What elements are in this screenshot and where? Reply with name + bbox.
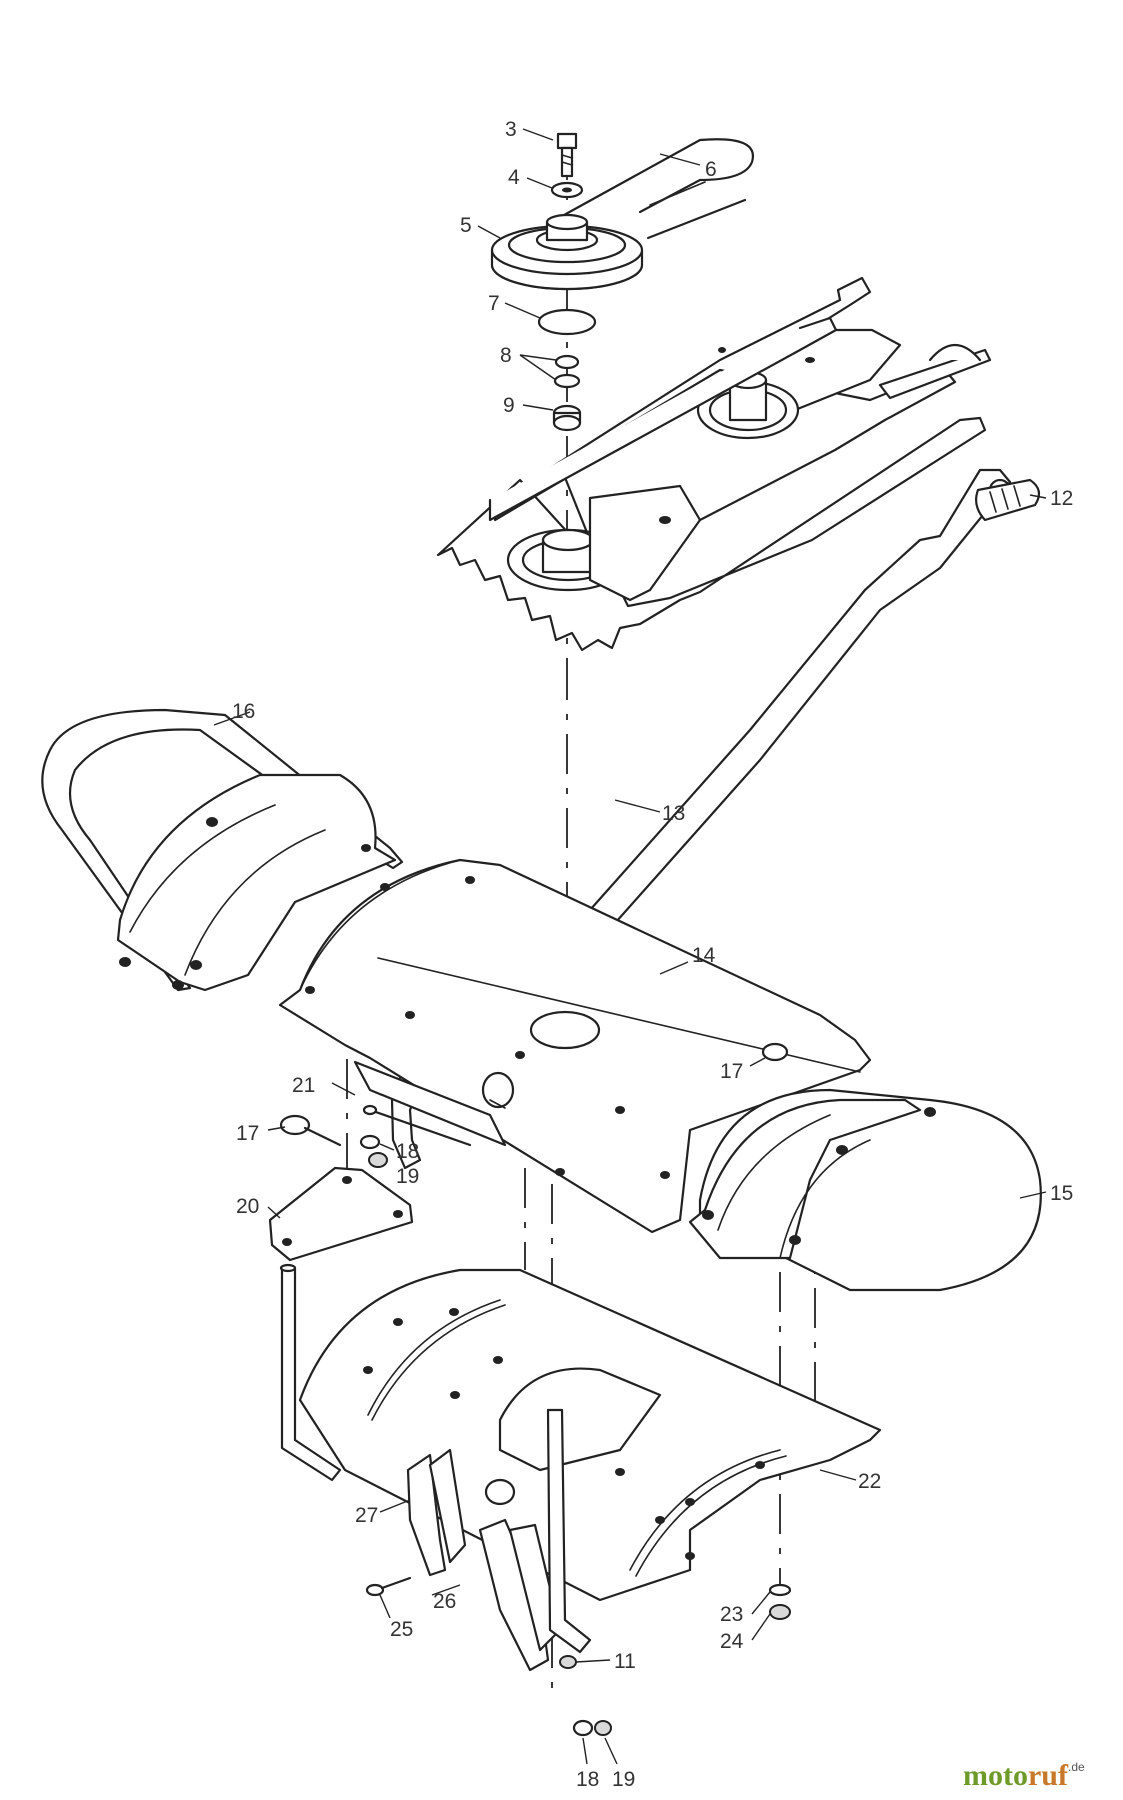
nut-part-24 <box>769 1604 791 1620</box>
callout-24: 24 <box>720 1630 744 1653</box>
nut-part-19-lower <box>594 1720 612 1736</box>
callout-16: 16 <box>232 700 255 723</box>
handle-grip-part-12 <box>975 478 1041 522</box>
pin-part-21 <box>362 1104 472 1147</box>
bolt-part-3 <box>556 132 578 178</box>
callout-9: 9 <box>503 394 515 417</box>
callout-19-upper: 19 <box>396 1165 419 1188</box>
watermark-part2: ruf <box>1028 1759 1069 1792</box>
callout-15: 15 <box>1050 1182 1073 1205</box>
spacer-part-9 <box>552 404 582 432</box>
svg-text:motoruf.de: motoruf.de <box>963 1759 1085 1792</box>
bolt-part-25 <box>365 1576 412 1597</box>
bracket-part-20 <box>268 1166 414 1262</box>
callout-5: 5 <box>460 214 472 237</box>
drive-belt-part-6 <box>553 138 755 240</box>
callout-17-left: 17 <box>236 1122 259 1145</box>
callout-4: 4 <box>508 166 520 189</box>
callout-labels: 3 4 5 6 7 8 9 12 16 13 14 15 17 21 17 18… <box>232 118 1073 1791</box>
tine-cover-part-22 <box>298 1268 882 1602</box>
callout-26: 26 <box>433 1590 456 1613</box>
callout-23: 23 <box>720 1603 743 1626</box>
callout-19-lower: 19 <box>612 1768 635 1791</box>
callout-25: 25 <box>390 1618 413 1641</box>
callout-17-right: 17 <box>720 1060 743 1083</box>
washer-part-18-lower <box>572 1719 594 1737</box>
tine-blade-part-27 <box>406 1448 562 1672</box>
ring-part-7 <box>537 308 597 336</box>
callout-12: 12 <box>1050 487 1073 510</box>
depth-stake <box>279 1263 342 1482</box>
callout-7: 7 <box>488 292 500 315</box>
washer-part-23 <box>768 1583 792 1597</box>
nut-part-11 <box>559 1655 577 1669</box>
bolt-part-17-left <box>279 1114 342 1147</box>
callout-14: 14 <box>692 944 716 967</box>
frame-side-bar <box>488 316 992 522</box>
watermark-logo: motoruf.de <box>963 1759 1085 1792</box>
watermark-suffix: .de <box>1068 1760 1085 1774</box>
callout-22: 22 <box>858 1470 881 1493</box>
fender-guard-part-16 <box>41 708 404 992</box>
callout-18-lower: 18 <box>576 1768 599 1791</box>
callout-3: 3 <box>505 118 517 141</box>
callout-20: 20 <box>236 1195 259 1218</box>
callout-21: 21 <box>292 1074 315 1097</box>
callout-leaders <box>213 128 1047 1765</box>
callout-6: 6 <box>705 158 717 181</box>
fender-guard-part-15 <box>688 1088 1042 1292</box>
bearing-part-8 <box>553 354 581 389</box>
tine-shaft <box>546 1408 592 1654</box>
nut-part-19-upper <box>368 1152 388 1168</box>
callout-11: 11 <box>614 1650 636 1673</box>
pulley-part-5 <box>490 213 644 291</box>
washer-part-4 <box>550 181 584 199</box>
callout-13: 13 <box>662 802 685 825</box>
bolt-part-17-right <box>761 1042 789 1062</box>
watermark-part1: moto <box>963 1759 1028 1792</box>
callout-27: 27 <box>355 1504 378 1527</box>
washer-part-18-upper <box>359 1134 381 1150</box>
callout-8: 8 <box>500 344 512 367</box>
callout-18-upper: 18 <box>396 1140 419 1163</box>
